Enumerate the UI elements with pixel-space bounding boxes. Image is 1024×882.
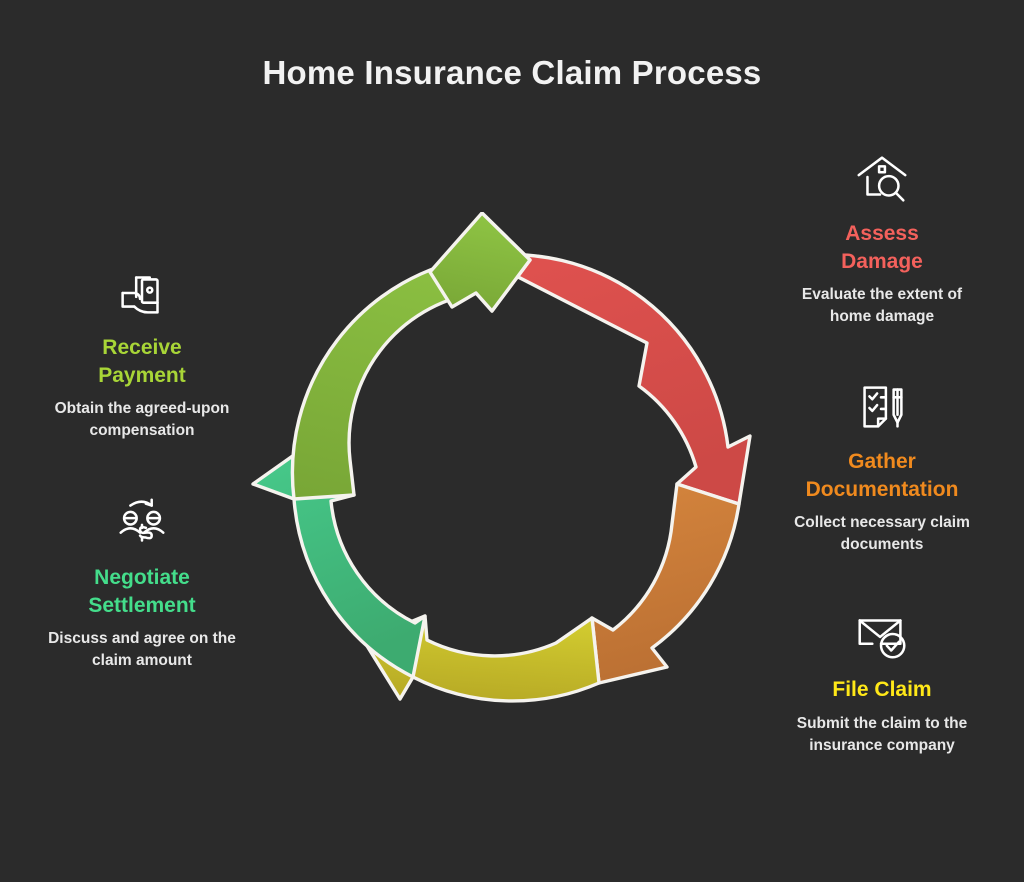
hand-cash-icon (111, 262, 173, 324)
right-steps-column: Assess Damage Evaluate the extent of hom… (757, 0, 1007, 882)
step-description-receive-payment: Obtain the agreed-upon compensation (54, 400, 230, 440)
step-card-receive-payment[interactable]: Receive Payment Obtain the agreed-upon c… (17, 262, 267, 442)
step-heading-receive-payment: Receive Payment (17, 334, 267, 389)
step-heading-line1: Negotiate (94, 566, 190, 589)
negotiation-people-dollar-icon (111, 492, 173, 554)
step-heading-line2: Documentation (805, 477, 959, 501)
step-heading-negotiate-settlement: Negotiate Settlement (17, 564, 267, 619)
step-heading-line1: File Claim (832, 678, 932, 701)
step-description-file-claim: Submit the claim to the insurance compan… (796, 714, 968, 754)
step-description-negotiate-settlement: Discuss and agree on the claim amount (48, 630, 236, 670)
step-description-assess-damage: Evaluate the extent of home damage (801, 286, 963, 326)
step-heading-line1: Assess (845, 222, 919, 245)
step-card-gather-documentation[interactable]: Gather Documentation Collect necessary c… (757, 376, 1007, 556)
cycle-segment-file-claim (362, 614, 601, 703)
step-heading-gather-documentation: Gather Documentation (757, 448, 1007, 503)
house-magnifier-icon (851, 148, 913, 210)
step-heading-assess-damage: Assess Damage (757, 220, 1007, 275)
envelope-check-icon (851, 604, 913, 666)
checklist-pen-icon (851, 376, 913, 438)
step-heading-line2: Payment (98, 363, 186, 387)
step-heading-line1: Receive (102, 336, 182, 359)
step-heading-file-claim: File Claim (757, 676, 1007, 704)
step-card-file-claim[interactable]: File Claim Submit the claim to the insur… (757, 604, 1007, 757)
cycle-arrowhead-receive-payment (428, 212, 532, 313)
cycle-diagram (247, 212, 773, 738)
page-title: Home Insurance Claim Process (262, 54, 762, 91)
step-heading-line2: Settlement (88, 593, 196, 617)
step-card-assess-damage[interactable]: Assess Damage Evaluate the extent of hom… (757, 148, 1007, 328)
cycle-segment-assess-damage (477, 252, 752, 506)
step-heading-line1: Gather (848, 450, 916, 473)
left-steps-column: Receive Payment Obtain the agreed-upon c… (17, 0, 267, 882)
step-heading-line2: Damage (841, 249, 923, 273)
step-card-negotiate-settlement[interactable]: Negotiate Settlement Discuss and agree o… (17, 492, 267, 672)
cycle-segment-negotiate-settlement (251, 441, 427, 679)
step-description-gather-documentation: Collect necessary claim documents (794, 514, 970, 554)
